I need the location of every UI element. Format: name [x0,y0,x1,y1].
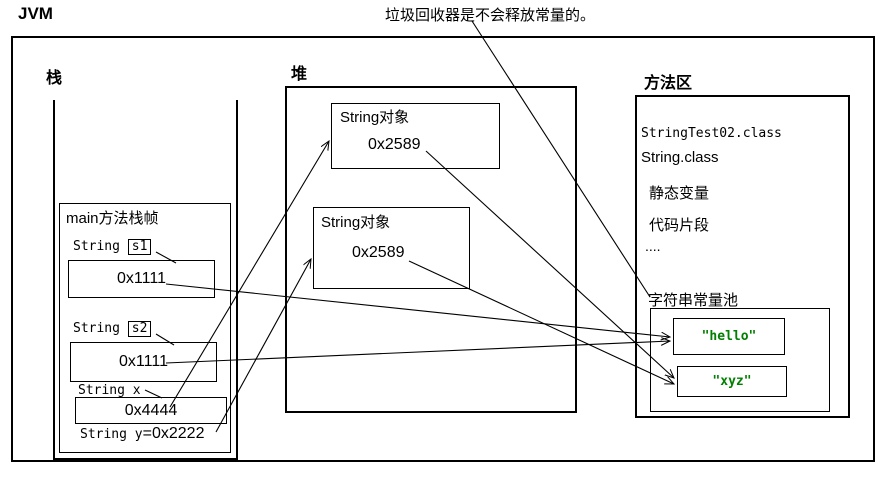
heap-object-1-title: String对象 [340,109,410,126]
heap-object-2: String对象 0x2589 [313,207,470,289]
method-area-class-2: String.class [641,149,719,166]
var-x-value-box: 0x4444 [75,397,227,424]
stack-label: 栈 [46,70,63,87]
pool-string-hello: "hello" [673,318,785,355]
var-s2-type: String [73,321,120,336]
heap-object-1: String对象 0x2589 [331,103,500,169]
method-area-code-fragments: 代码片段 [649,217,710,234]
pool-string-xyz: "xyz" [677,366,787,397]
var-s1-declaration: String s1 [73,239,152,255]
var-y-type: String y [80,427,143,442]
heap-object-2-value: 0x2589 [352,244,405,261]
var-y-declaration: String y=0x2222 [80,425,204,443]
jvm-outer-box [11,36,875,462]
method-area-ellipsis: .... [645,238,661,254]
method-area-label: 方法区 [644,75,693,92]
var-x-declaration: String x [78,383,141,398]
main-frame-title: main方法栈帧 [66,210,159,227]
var-s1-type: String [73,239,120,254]
heap-label: 堆 [291,66,308,83]
var-y-value: =0x2222 [142,425,205,442]
var-s2-declaration: String s2 [73,321,152,337]
method-area-static-vars: 静态变量 [649,185,710,202]
heap-object-1-value: 0x2589 [368,136,421,153]
string-pool-label: 字符串常量池 [648,292,739,309]
gc-annotation: 垃圾回收器是不会释放常量的。 [385,7,596,24]
heap-object-2-title: String对象 [321,214,391,231]
method-area-class-1: StringTest02.class [641,126,782,141]
var-s2-value-box: 0x1111 [70,342,217,382]
var-s1-name-box: s1 [127,239,152,255]
var-s1-value-box: 0x1111 [68,260,215,298]
var-s2-name-box: s2 [127,321,152,337]
jvm-title: JVM [18,4,53,23]
